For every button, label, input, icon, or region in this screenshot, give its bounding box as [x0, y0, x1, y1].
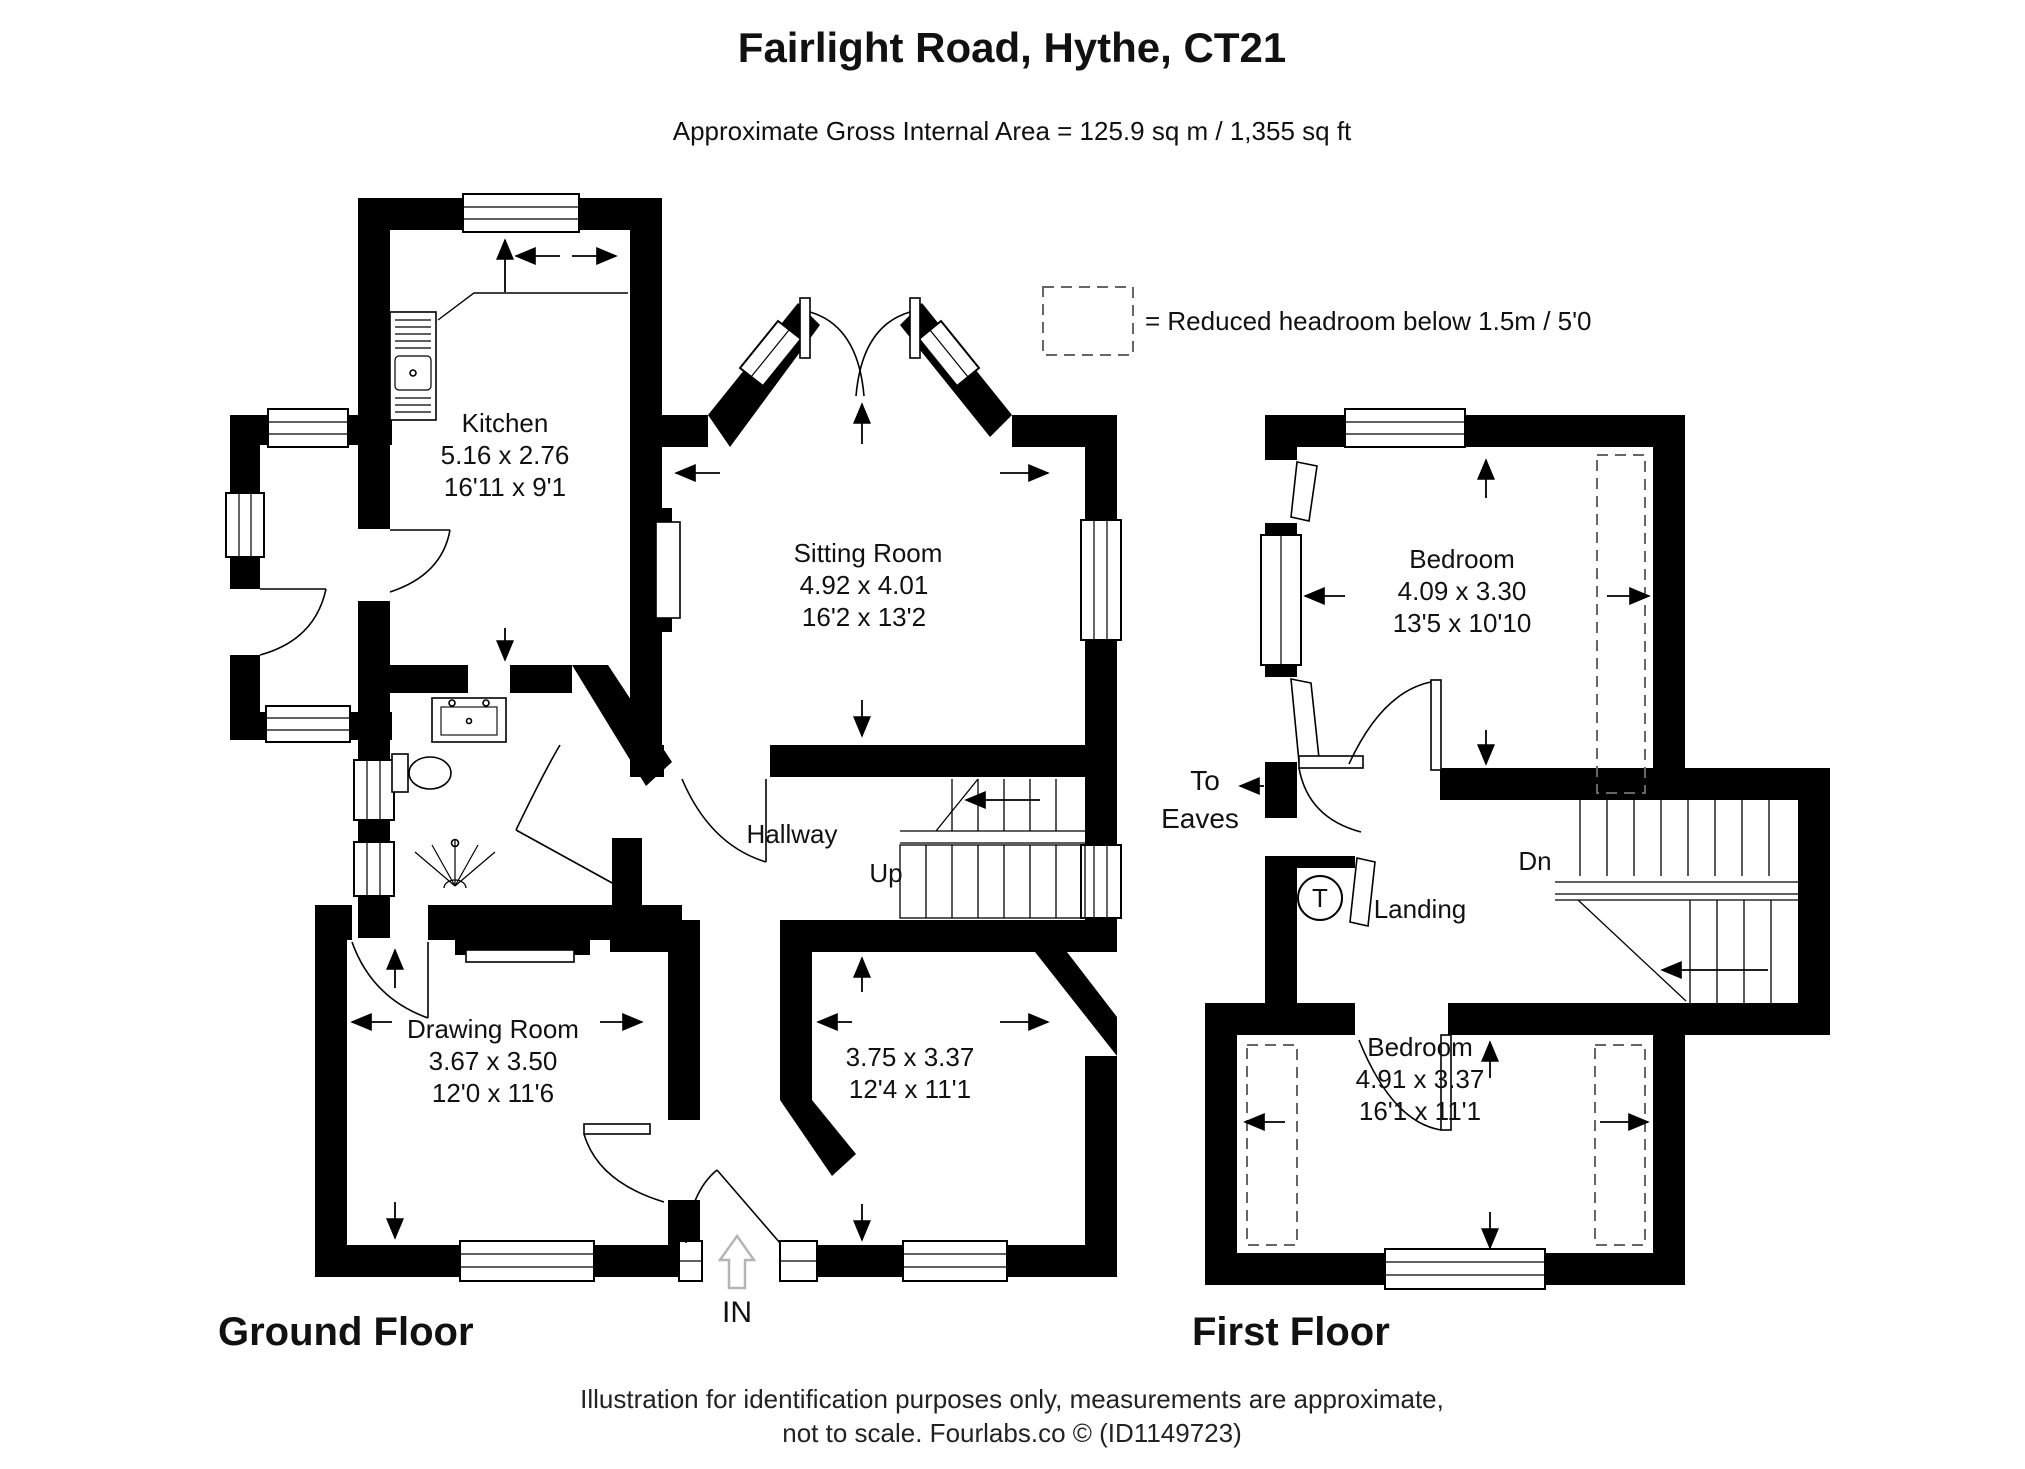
- door-icon: [1348, 679, 1442, 771]
- entrance-label: IN: [722, 1296, 752, 1329]
- legend: = Reduced headroom below 1.5m / 5'0: [1042, 286, 1592, 356]
- front-door-icon: [685, 1169, 781, 1244]
- dimension-arrows: [350, 238, 1050, 1242]
- legend-label: = Reduced headroom below 1.5m / 5'0: [1145, 306, 1592, 336]
- door-icon: [1298, 755, 1364, 833]
- reduced-headroom-swatch-icon: [1042, 286, 1134, 356]
- window-icon: [779, 1240, 818, 1282]
- kitchen-dims-imperial: 16'11 x 9'1: [444, 472, 566, 502]
- drawing-room-label: Drawing Room: [407, 1014, 579, 1044]
- tank-circle-icon: [1297, 875, 1343, 921]
- reduced-headroom-zone: [1594, 1044, 1646, 1246]
- ground-floor-plan: Kitchen 5.16 x 2.76 16'11 x 9'1 Sitting …: [218, 193, 1122, 1354]
- door-icon: [1358, 1034, 1452, 1131]
- cupboard-door-icon: [465, 949, 575, 963]
- window-icon: [265, 705, 351, 743]
- dimension-arrows: [1238, 458, 1651, 1250]
- footer: Illustration for identification purposes…: [580, 1384, 1444, 1448]
- first-floor-plan: Bedroom 4.09 x 3.30 13'5 x 10'10 To Eave…: [1161, 408, 1830, 1354]
- bathroom-sink-icon: [431, 697, 507, 743]
- french-doors-icon: [799, 297, 921, 397]
- window-icon: [225, 492, 265, 558]
- stairs-down-label: Dn: [1518, 846, 1551, 876]
- eaves-door-icon: [1290, 461, 1318, 522]
- ground-floor-windows: [225, 193, 1122, 1282]
- window-icon: [353, 759, 395, 821]
- kitchen-label: Kitchen: [462, 408, 549, 438]
- window-icon: [1080, 844, 1122, 919]
- window-icon: [678, 1240, 703, 1282]
- window-icon: [1344, 408, 1466, 448]
- door-icon: [583, 1123, 665, 1203]
- window-icon: [459, 1240, 595, 1282]
- window-icon: [267, 408, 349, 448]
- page-subtitle: Approximate Gross Internal Area = 125.9 …: [673, 116, 1352, 146]
- ground-floor-label: Ground Floor: [218, 1310, 474, 1354]
- page-title: Fairlight Road, Hythe, CT21: [738, 24, 1286, 71]
- front-room-dims-metric: 3.75 x 3.37: [846, 1042, 975, 1072]
- bedroom-front-dims-metric: 4.91 x 3.37: [1356, 1064, 1485, 1094]
- bedroom-rear-label: Bedroom: [1409, 544, 1515, 574]
- to-eaves-label-line1: To: [1190, 765, 1220, 796]
- stairs-up-icon: [899, 778, 1086, 919]
- bedroom-rear-dims-metric: 4.09 x 3.30: [1398, 576, 1527, 606]
- window-icon: [1080, 519, 1122, 641]
- hallway-label: Hallway: [746, 819, 837, 849]
- landing-label: Landing: [1374, 894, 1467, 924]
- ground-floor-doors: [259, 297, 921, 1244]
- drawing-room-dims-imperial: 12'0 x 11'6: [432, 1078, 554, 1108]
- stairs-down-icon: [1555, 800, 1798, 1003]
- door-icon: [351, 941, 429, 1019]
- sitting-room-dims-imperial: 16'2 x 13'2: [802, 602, 926, 632]
- reduced-headroom-zone: [1596, 454, 1646, 794]
- door-icon: [259, 588, 327, 656]
- window-icon: [902, 1240, 1008, 1282]
- first-floor-label: First Floor: [1192, 1310, 1390, 1354]
- tank-label: T: [1312, 883, 1328, 913]
- eaves-door-icon: [1290, 678, 1320, 763]
- fireplace-icon: [655, 521, 681, 619]
- drawing-room-dims-metric: 3.67 x 3.50: [429, 1046, 558, 1076]
- door-icon: [681, 778, 767, 863]
- sitting-room-label: Sitting Room: [794, 538, 943, 568]
- bedroom-front-label: Bedroom: [1367, 1032, 1473, 1062]
- reduced-headroom-zones: [1246, 454, 1646, 1246]
- footer-line2: not to scale. Fourlabs.co © (ID1149723): [782, 1418, 1241, 1448]
- first-floor-doors: [1290, 461, 1452, 1131]
- first-floor-windows: [1260, 408, 1546, 1290]
- kitchen-dims-metric: 5.16 x 2.76: [441, 440, 570, 470]
- window-icon: [462, 193, 580, 233]
- bay-window-icon: [917, 319, 981, 388]
- kitchen-sink-icon: [389, 292, 628, 421]
- stairs-up-label: Up: [869, 858, 902, 888]
- reduced-headroom-zone: [1246, 1044, 1298, 1246]
- sitting-room-dims-metric: 4.92 x 4.01: [800, 570, 929, 600]
- ground-floor-walls: [230, 198, 1117, 1277]
- door-icon: [389, 529, 451, 593]
- toilet-icon: [391, 753, 452, 793]
- to-eaves-label-line2: Eaves: [1161, 803, 1239, 834]
- window-icon: [1384, 1248, 1546, 1290]
- footer-line1: Illustration for identification purposes…: [580, 1384, 1444, 1414]
- cupboard-door-icon: [1349, 857, 1376, 927]
- bedroom-rear-dims-imperial: 13'5 x 10'10: [1393, 608, 1532, 638]
- window-icon: [1260, 534, 1302, 666]
- door-icon: [515, 744, 615, 885]
- first-floor-walls: [1205, 415, 1830, 1285]
- bedroom-front-dims-imperial: 16'1 x 11'1: [1359, 1096, 1481, 1126]
- entrance-arrow-icon: [717, 1233, 757, 1290]
- shower-icon: [414, 838, 496, 889]
- window-icon: [353, 841, 395, 897]
- header: Fairlight Road, Hythe, CT21 Approximate …: [673, 24, 1352, 146]
- front-room-dims-imperial: 12'4 x 11'1: [849, 1074, 971, 1104]
